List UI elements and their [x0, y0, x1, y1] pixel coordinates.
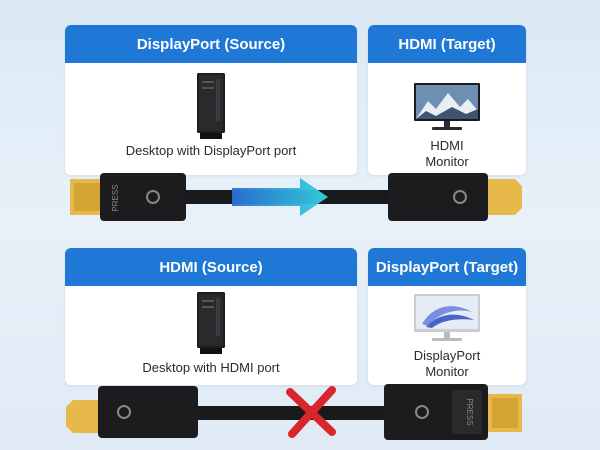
hdmi-gold-plug [488, 179, 522, 215]
desktop-tower-icon [197, 292, 225, 354]
hdmi-gold-plug [66, 400, 100, 433]
press-label: PRESS [465, 398, 474, 425]
desktop-tower-icon [197, 73, 225, 139]
bottom-target-header: DisplayPort (Target) [368, 248, 526, 286]
bottom-source-card: HDMI (Source) Desktop with HDMI port [65, 248, 357, 385]
bottom-cable: PRESS [66, 384, 522, 440]
press-label: PRESS [111, 184, 120, 211]
dp-connector-body [100, 173, 186, 221]
bottom-target-caption: DisplayPort Monitor [413, 348, 481, 379]
monitor-icon [414, 83, 480, 130]
bottom-source-header: HDMI (Source) [65, 248, 357, 286]
bottom-target-card: DisplayPort (Target) DisplayPort Monitor [368, 248, 526, 385]
arrow-right-icon [232, 178, 328, 216]
top-target-header: HDMI (Target) [368, 25, 526, 63]
cable-logo-icon [117, 405, 131, 419]
cable-logo-icon [453, 190, 467, 204]
top-source-card: DisplayPort (Source) Desktop with Displa… [65, 25, 357, 175]
monitor-icon [414, 294, 480, 341]
top-source-header: DisplayPort (Source) [65, 25, 357, 63]
cross-icon [286, 386, 336, 438]
cable-logo-icon [146, 190, 160, 204]
cable-logo-icon [415, 405, 429, 419]
hdmi-connector-body [98, 386, 198, 438]
bottom-source-caption: Desktop with HDMI port [142, 360, 280, 375]
hdmi-connector-body [388, 173, 488, 221]
top-cable: PRESS [70, 173, 522, 221]
top-target-caption: HDMI Monitor [425, 138, 469, 169]
top-source-caption: Desktop with DisplayPort port [125, 143, 297, 158]
top-target-card: HDMI (Target) HDMI Monitor [368, 25, 526, 175]
